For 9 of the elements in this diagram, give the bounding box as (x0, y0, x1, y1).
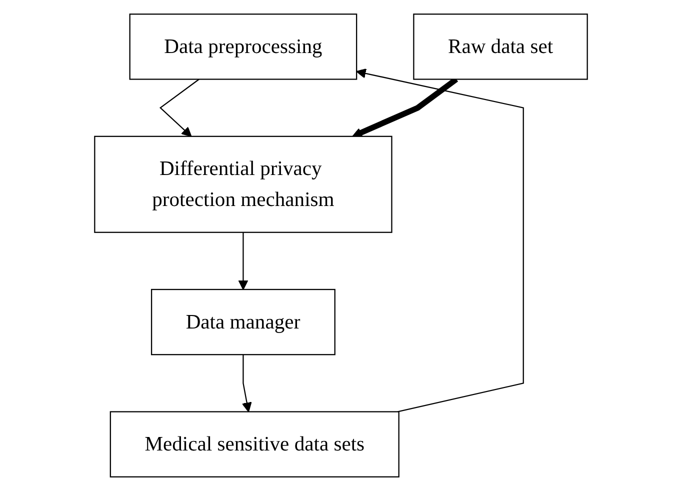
arrow (238, 232, 248, 290)
node-box: Data preprocessing (129, 14, 358, 80)
node-box: Raw data set (413, 14, 588, 80)
node-box: Data manager (150, 288, 336, 356)
node-box: Medical sensitive data sets (110, 411, 400, 478)
arrow (242, 354, 252, 412)
arrow (356, 68, 524, 412)
arrow (159, 78, 200, 137)
node-box: Differential privacy protection mechanism (94, 136, 392, 233)
